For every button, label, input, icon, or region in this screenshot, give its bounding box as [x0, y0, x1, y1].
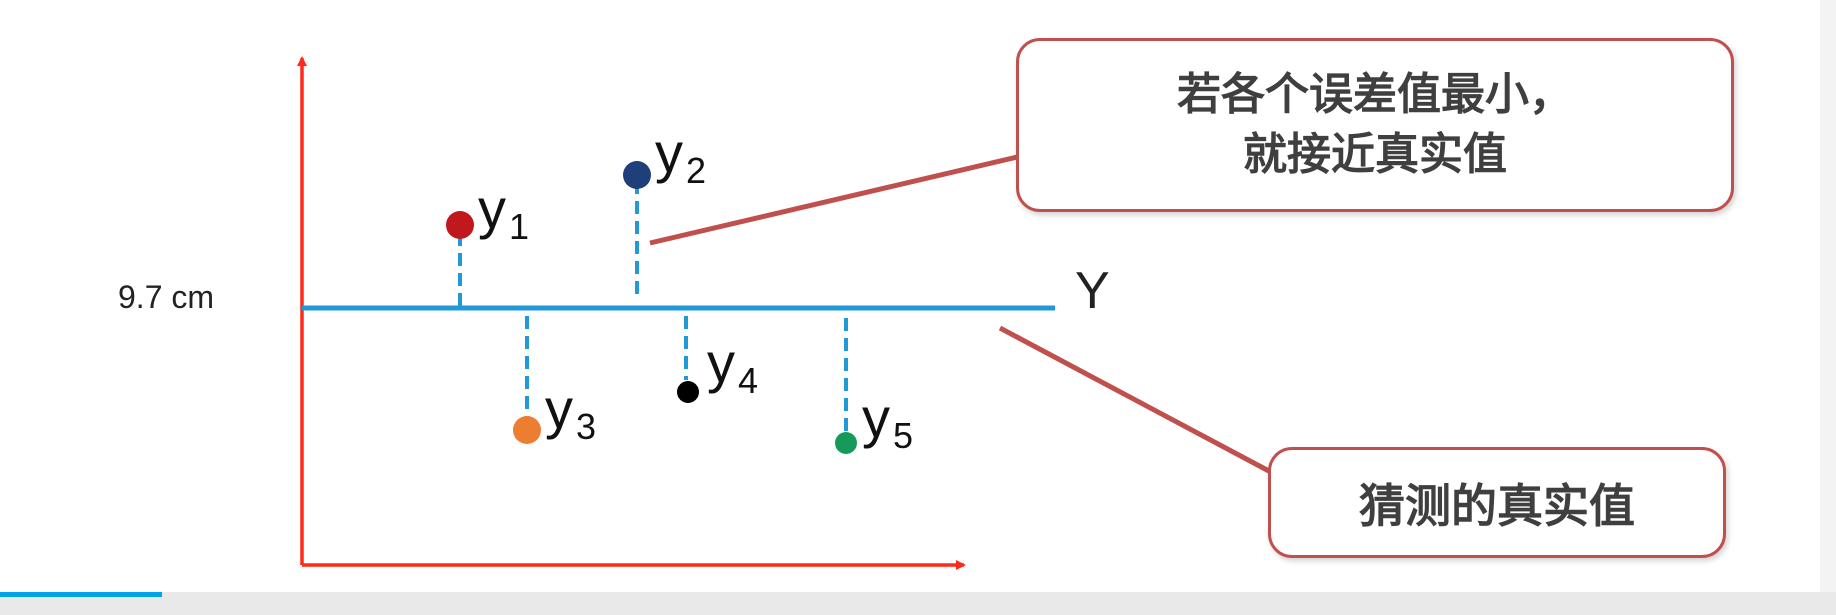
estimate-line-label: Y	[1075, 262, 1110, 320]
point-label-y1: y1	[478, 177, 529, 247]
point-label-y3: y3	[545, 377, 596, 447]
data-point-y1	[446, 211, 474, 239]
right-edge-strip	[1820, 0, 1836, 592]
data-point-y4	[677, 381, 699, 403]
callout-arrow-bottom	[998, 325, 1314, 495]
point-label-y2: y2	[655, 121, 706, 191]
callout-bottom-text: 猜测的真实值	[1359, 478, 1635, 533]
point-label-y4: y4	[707, 331, 758, 401]
data-point-y2	[623, 161, 651, 189]
data-point-y5	[835, 432, 857, 454]
callout-box-guessed-true-value: 猜测的真实值	[1268, 447, 1726, 558]
y-axis-label: 9.7 cm	[118, 279, 214, 315]
video-progress-track[interactable]	[0, 592, 1836, 615]
data-point-y3	[513, 416, 541, 444]
callout-top-line2: 就接近真实值	[1243, 129, 1507, 180]
callout-top-line1: 若各个误差值最小，	[1177, 69, 1573, 120]
callout-box-minimize-error: 若各个误差值最小， 就接近真实值	[1016, 38, 1734, 212]
point-label-y5: y5	[862, 386, 913, 456]
video-progress-fill	[0, 592, 162, 597]
callout-arrow-top	[649, 143, 1077, 246]
